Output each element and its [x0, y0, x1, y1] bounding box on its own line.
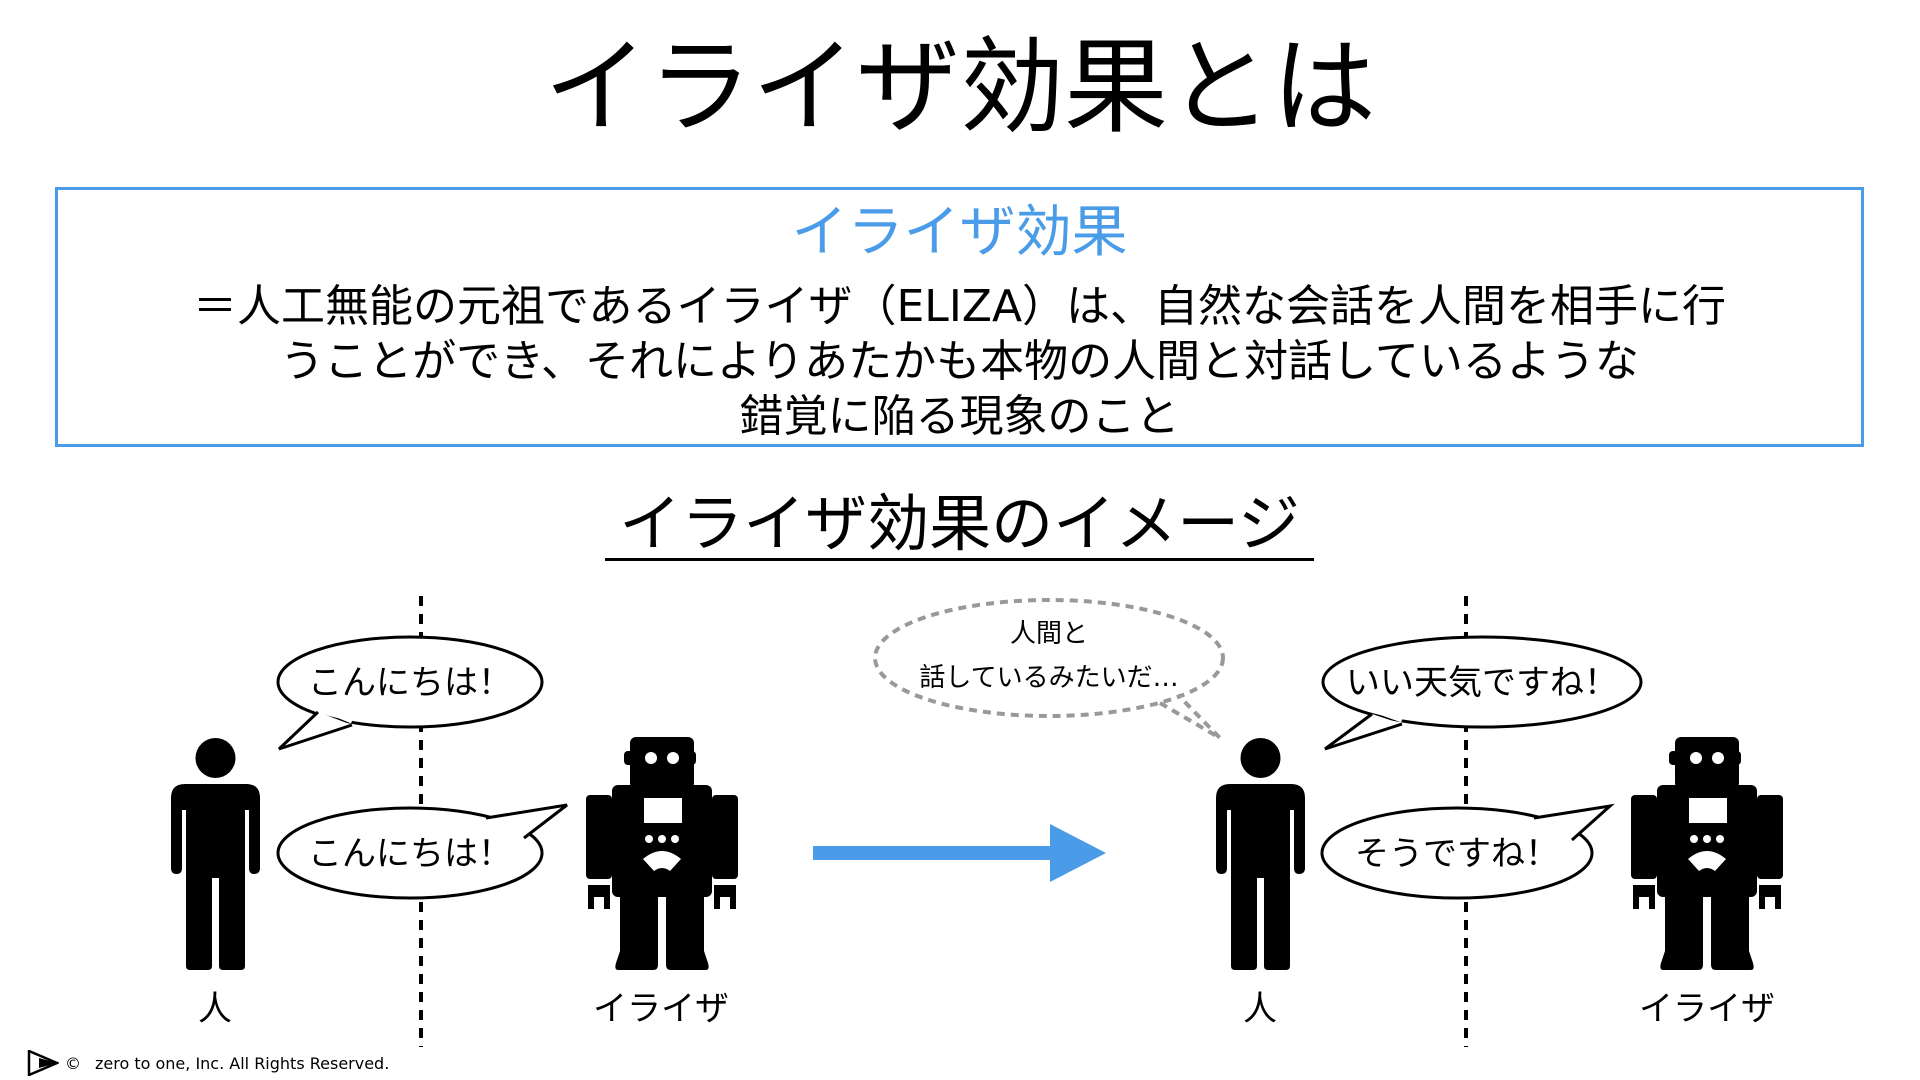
speech-bubble: いい天気ですね！ — [1321, 635, 1643, 751]
person-bubble-text: いい天気ですね！ — [1346, 663, 1618, 703]
robot-icon — [586, 737, 738, 970]
arrow-right-icon — [813, 824, 1106, 882]
person-bubble-text: こんにちは！ — [308, 663, 512, 703]
definition-box: イライザ効果 ＝人工無能の元祖であるイライザ（ELIZA）は、自然な会話を人間を… — [55, 187, 1864, 447]
section-heading: イライザ効果のイメージ — [619, 487, 1300, 560]
robot-icon — [1631, 737, 1783, 970]
copyright-symbol: © — [65, 1053, 81, 1073]
robot-bubble-text: そうですね！ — [1355, 834, 1559, 874]
thought-bubble: 人間と 話しているみたいだ… — [873, 598, 1225, 740]
footer: © zero to one, Inc. All Rights Reserved. — [27, 1050, 389, 1076]
speech-bubble: こんにちは！ — [276, 803, 568, 900]
robot-bubble-text: こんにちは！ — [308, 834, 512, 874]
definition-line: うことができ、それによりあたかも本物の人間と対話しているような — [280, 336, 1639, 387]
speech-bubble: そうですね！ — [1320, 803, 1615, 900]
thought-text: 人間と — [1010, 619, 1088, 649]
robot-label: イライザ — [1639, 989, 1775, 1029]
thought-text: 話しているみたいだ… — [919, 663, 1178, 693]
person-icon — [1216, 738, 1305, 970]
copyright-text: zero to one, Inc. All Rights Reserved. — [95, 1053, 390, 1073]
definition-line: ＝人工無能の元祖であるイライザ（ELIZA）は、自然な会話を人間を相手に行 — [192, 281, 1727, 332]
person-label: 人 — [1243, 989, 1277, 1029]
logo-play-icon — [27, 1050, 59, 1076]
definition-heading: イライザ効果 — [791, 200, 1128, 265]
section-heading-underline — [605, 558, 1314, 561]
robot-label: イライザ — [593, 989, 729, 1029]
speech-bubble: こんにちは！ — [276, 635, 544, 751]
page-title: イライザ効果とは — [543, 26, 1376, 148]
person-icon — [171, 738, 260, 970]
person-label: 人 — [198, 989, 232, 1029]
definition-line: 錯覚に陥る現象のこと — [739, 391, 1180, 442]
